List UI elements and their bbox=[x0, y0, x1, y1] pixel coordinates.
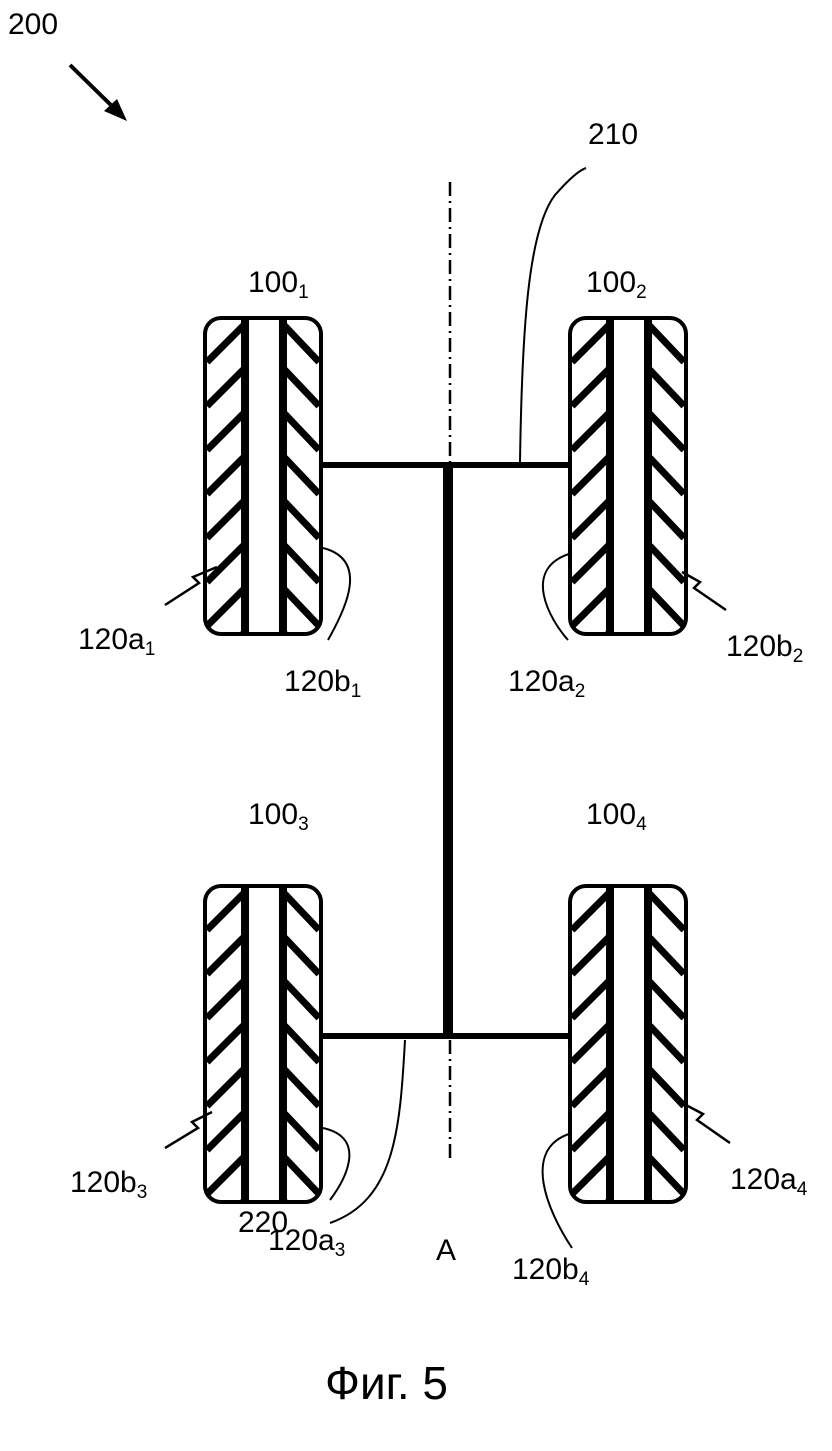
leader-120b4 bbox=[541, 1132, 573, 1249]
groove-label-120b3: 120b3 bbox=[70, 1166, 148, 1203]
leader-lines bbox=[322, 167, 587, 1249]
tire-label-2: 1002 bbox=[586, 266, 647, 303]
groove-label-120a3: 120a3 bbox=[268, 1224, 346, 1261]
leader-120a3 bbox=[322, 1127, 351, 1201]
tire-2 bbox=[568, 316, 688, 636]
tire-label-1: 1001 bbox=[248, 266, 309, 303]
groove-label-120a2: 120a2 bbox=[508, 665, 586, 702]
groove-label-120b1: 120b1 bbox=[284, 665, 362, 702]
zigzag-leaders bbox=[164, 565, 731, 1150]
axis-label: A bbox=[436, 1234, 457, 1267]
tire-label-3: 1003 bbox=[248, 798, 309, 835]
leader-120b2 bbox=[681, 570, 727, 612]
tires bbox=[203, 316, 688, 1204]
reference-arrow bbox=[68, 63, 127, 121]
groove-label-120b4: 120b4 bbox=[512, 1253, 590, 1290]
leader-220 bbox=[329, 1039, 406, 1224]
tire-3 bbox=[203, 884, 323, 1204]
leader-210 bbox=[519, 167, 587, 463]
leader-120a2 bbox=[541, 552, 573, 641]
tire-4 bbox=[568, 884, 688, 1204]
rear-axle-label: 220 bbox=[238, 1206, 289, 1239]
groove-label-120a4: 120a4 bbox=[730, 1163, 808, 1200]
tire-1 bbox=[203, 316, 323, 636]
front-axle-label: 210 bbox=[588, 118, 639, 151]
leader-120a4 bbox=[683, 1102, 731, 1145]
groove-label-120a1: 120a1 bbox=[78, 623, 156, 660]
leader-120b3 bbox=[164, 1110, 213, 1150]
tire-label-4: 1004 bbox=[586, 798, 647, 835]
reference-number-label: 200 bbox=[8, 8, 59, 41]
figure-caption: Фиг. 5 bbox=[325, 1357, 448, 1409]
leader-120b1 bbox=[322, 547, 352, 641]
leader-120a1 bbox=[164, 565, 218, 607]
groove-label-120b2: 120b2 bbox=[726, 630, 804, 667]
